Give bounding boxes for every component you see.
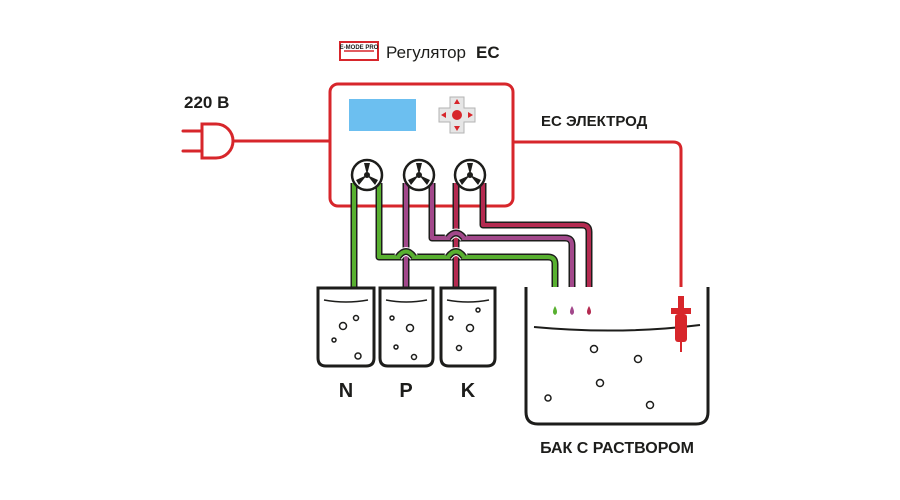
ok-button-icon (452, 110, 462, 120)
drop-k-icon (587, 306, 591, 315)
brand-logo: E-MODE PRO (339, 41, 379, 61)
control-dpad (438, 96, 476, 134)
electrode-cable (513, 140, 683, 300)
ec-electrode-icon (671, 296, 691, 352)
pump-p-icon (402, 158, 436, 192)
title-prefix: Регулятор (386, 43, 466, 62)
electrode-label: EC ЭЛЕКТРОД (541, 113, 648, 130)
pump-k-icon (453, 158, 487, 192)
bottle-n-label: N (339, 380, 353, 402)
bottle-p (378, 286, 435, 368)
solution-tank (524, 287, 710, 426)
arrow-up-icon (454, 99, 460, 104)
drop-p-icon (570, 306, 574, 315)
arrow-right-icon (468, 112, 473, 118)
tube-crossings (394, 228, 468, 260)
pump-n-icon (350, 158, 384, 192)
bottle-k-label: K (461, 380, 476, 402)
controller-display (349, 99, 416, 131)
logo-text: E-MODE PRO (340, 45, 379, 51)
power-plug-icon (181, 122, 235, 160)
bottle-k (439, 286, 497, 368)
power-label: 220 В (184, 93, 229, 112)
title-suffix: EC (476, 43, 500, 62)
bottle-n (316, 286, 376, 368)
bottle-p-label: P (399, 380, 412, 402)
arrow-down-icon (454, 126, 460, 131)
arrow-left-icon (441, 112, 446, 118)
tank-label: БАК С РАСТВОРОМ (540, 440, 694, 457)
drop-n-icon (553, 306, 557, 315)
